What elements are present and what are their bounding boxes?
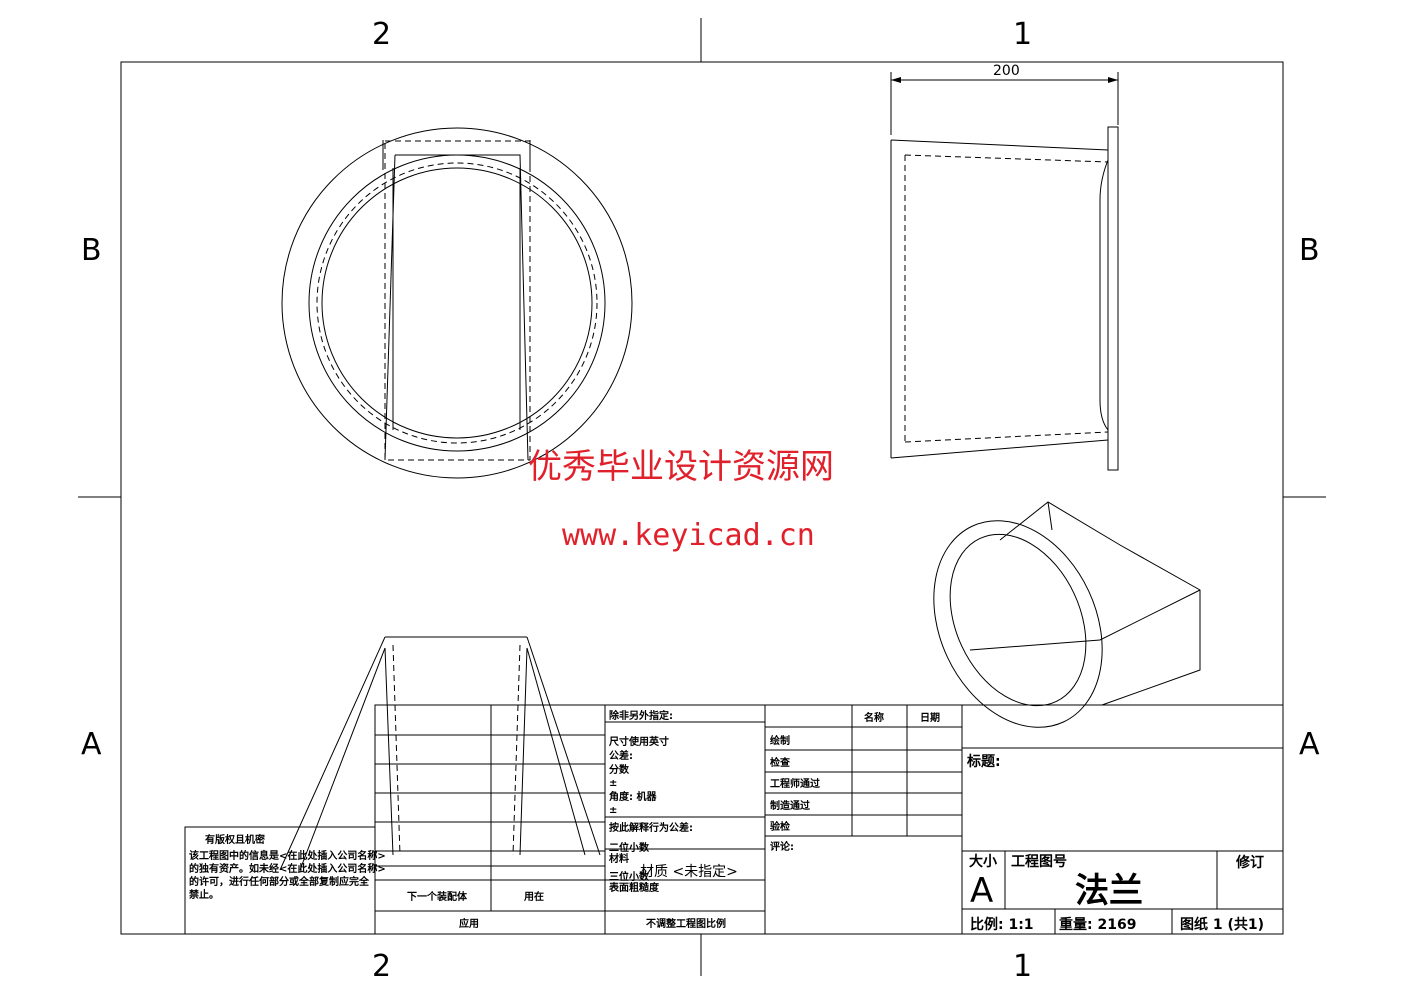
drawing-number-label: 工程图号 (1011, 854, 1067, 870)
do-not-scale-label: 不调整工程图比例 (646, 917, 726, 930)
title-block-grid (184, 704, 1284, 935)
copyright-line: 该工程图中的信息是<在此处插入公司名称> (189, 849, 386, 862)
signoff-drawn: 绘制 (770, 734, 790, 747)
dimension-200: 200 (993, 63, 1020, 79)
watermark-url: www.keyicad.cn (562, 518, 815, 553)
zone-label-1-bottom: 1 (1013, 949, 1032, 984)
signoff-qa: 验检 (770, 820, 790, 833)
signoff-mfg-approval: 制造通过 (770, 799, 810, 812)
application-label: 应用 (459, 917, 479, 930)
used-on-label: 用在 (523, 890, 544, 903)
top-view (279, 636, 601, 871)
zone-label-1-top: 1 (1013, 17, 1032, 52)
title-label: 标题: (966, 753, 1001, 770)
fraction-tolerance: ± (609, 778, 617, 789)
isometric-view (933, 501, 1201, 728)
copyright-line: 的许可，进行任何部分或全部复制应完全 (189, 875, 370, 888)
zone-label-2-top: 2 (372, 17, 391, 52)
copyright-line: 禁止。 (188, 888, 219, 901)
zone-label-b-right: B (1299, 233, 1320, 268)
signoff-date-header: 日期 (920, 711, 940, 724)
two-place-decimal: 二位小数 (609, 841, 650, 854)
copyright-line: 的独有资产。如未经<在此处插入公司名称> (189, 862, 386, 875)
interpret-tolerance-label: 按此解释行为公差: (609, 821, 693, 834)
front-view (281, 127, 633, 479)
zone-label-2-bottom: 2 (372, 949, 391, 984)
angle-label: 角度: 机器 (609, 790, 657, 803)
signoff-name-header: 名称 (864, 711, 884, 724)
copyright-title: 有版权且机密 (205, 833, 265, 846)
size-label: 大小 (969, 853, 997, 870)
revision-label: 修订 (1235, 854, 1264, 871)
material-value: 材质 <未指定> (640, 864, 738, 880)
weight-value: 重量: 2169 (1059, 916, 1136, 933)
drawing-number: 法兰 (1075, 871, 1143, 911)
dimensions-unit: 尺寸使用英寸 (609, 735, 669, 748)
zone-label-b-left: B (81, 233, 102, 268)
tolerance-label: 公差: (609, 749, 633, 762)
finish-label: 表面粗糙度 (608, 881, 660, 894)
signoff-checked: 检查 (770, 756, 791, 769)
zone-label-a-right: A (1299, 727, 1320, 762)
size-value: A (970, 871, 993, 911)
signoff-eng-approval: 工程师通过 (770, 777, 820, 790)
sheet-number: 图纸 1 (共1) (1180, 916, 1264, 933)
zone-label-a-left: A (81, 727, 102, 762)
scale-value: 比例: 1:1 (970, 916, 1034, 933)
side-view: 200 (890, 63, 1119, 471)
three-place-decimal: 三位小数 (609, 870, 650, 883)
angle-tolerance: ± (609, 805, 617, 816)
comments-label: 评论: (770, 840, 794, 853)
fraction-label: 分数 (609, 763, 630, 776)
drawing-border (120, 61, 1284, 935)
material-label: 材料 (609, 852, 629, 865)
zone-ticks (78, 18, 1326, 976)
next-assembly-label: 下一个装配体 (407, 890, 468, 903)
unless-specified-label: 除非另外指定: (609, 709, 673, 722)
watermark-title: 优秀毕业设计资源网 (528, 447, 834, 487)
